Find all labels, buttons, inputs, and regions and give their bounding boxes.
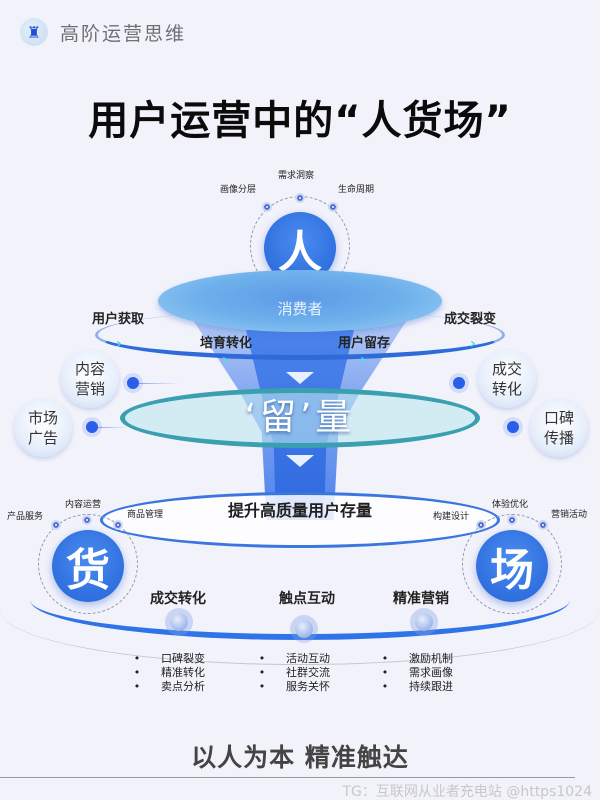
stock-ring (100, 492, 500, 548)
loop-label-fission: 成交裂变 (444, 312, 497, 327)
bullet-icon: • (133, 680, 141, 693)
slogan: 以人为本 精准触达 (191, 743, 409, 772)
place-tag: 体验优化 (492, 500, 529, 510)
stock-label: 提升高质量用户存量 (227, 501, 372, 520)
bullet-icon: • (133, 652, 141, 665)
stage-label: 成交转化 (150, 591, 206, 607)
list-item: •精准转化 (133, 666, 205, 679)
retention-label: ‘留’量 (244, 397, 356, 438)
arrow-down-icon (286, 372, 314, 384)
connector-line (98, 427, 128, 428)
chevron-right-icon: › (222, 352, 228, 368)
arrow-down-icon (286, 455, 314, 467)
bubble-conversion: 成交 转化 (478, 350, 536, 408)
bubble-word-of-mouth: 口碑 传播 (530, 399, 588, 457)
people-tag: 生命周期 (338, 185, 375, 195)
connector-line (139, 383, 179, 384)
stage-bullets-conversion: •口碑裂变 •精准转化 •卖点分析 (133, 652, 205, 694)
loop-label-retain: 用户留存 (338, 336, 391, 351)
connector-dot (86, 421, 98, 433)
list-item: •激励机制 (381, 652, 453, 665)
list-item: •卖点分析 (133, 680, 205, 693)
stage-node (415, 613, 433, 631)
bullet-icon: • (258, 680, 266, 693)
bullet-icon: • (381, 666, 389, 679)
bullet-icon: • (381, 652, 389, 665)
bubble-market-ads: 市场 广告 (14, 399, 72, 457)
place-tag-dot (538, 520, 548, 530)
connector-dot (453, 377, 465, 389)
bubble-content-marketing: 内容 营销 (61, 350, 119, 408)
chevron-right-icon: › (470, 336, 476, 352)
list-item: •社群交流 (258, 666, 330, 679)
chevron-right-icon: › (116, 336, 122, 352)
list-item: •活动互动 (258, 652, 330, 665)
list-item: •口碑裂变 (133, 652, 205, 665)
goods-tag: 商品管理 (127, 510, 164, 520)
place-tag-dot (476, 520, 486, 530)
bullet-icon: • (381, 680, 389, 693)
place-tag: 营销活动 (551, 510, 588, 520)
stage-bullets-precision: •激励机制 •需求画像 •持续跟进 (381, 652, 453, 694)
brand-header: ♜ 高阶运营思维 (20, 17, 186, 47)
stage-label: 触点互动 (279, 591, 335, 607)
stage-node (170, 613, 188, 631)
chevron-right-icon: › (360, 352, 366, 368)
people-tag: 画像分层 (220, 185, 257, 195)
goods-tag: 产品服务 (7, 512, 44, 522)
stage-bullets-touchpoint: •活动互动 •社群交流 •服务关怀 (258, 652, 330, 694)
place-tag: 构建设计 (433, 512, 470, 522)
watermark: TG：互联网从业者充电站 @https1024 (342, 784, 592, 800)
loop-label-nurture: 培育转化 (200, 336, 253, 351)
bullet-icon: • (258, 666, 266, 679)
stage-label: 精准营销 (393, 591, 449, 607)
goods-tag-dot (113, 520, 123, 530)
divider (0, 777, 575, 778)
list-item: •持续跟进 (381, 680, 453, 693)
stage-node (295, 620, 313, 638)
bullet-icon: • (258, 652, 266, 665)
growth-loop-arrow (95, 310, 505, 360)
retention-ring (120, 388, 480, 448)
track-outline (0, 555, 600, 665)
connector-dot (507, 421, 519, 433)
place-tag-dot (507, 515, 517, 525)
people-tag-dot (328, 202, 338, 212)
loop-label-acquire: 用户获取 (92, 312, 145, 327)
list-item: •服务关怀 (258, 680, 330, 693)
list-item: •需求画像 (381, 666, 453, 679)
page-title: 用户运营中的“人货场” (88, 98, 512, 144)
brand-name: 高阶运营思维 (60, 22, 187, 45)
people-tag-dot (295, 193, 305, 203)
connector-dot (127, 377, 139, 389)
bullet-icon: • (133, 666, 141, 679)
goods-tag-dot (82, 515, 92, 525)
chess-rook-icon: ♜ (20, 18, 48, 46)
goods-tag-dot (51, 520, 61, 530)
people-tag-dot (262, 202, 272, 212)
people-tag: 需求洞察 (278, 171, 315, 181)
goods-tag: 内容运营 (65, 500, 102, 510)
